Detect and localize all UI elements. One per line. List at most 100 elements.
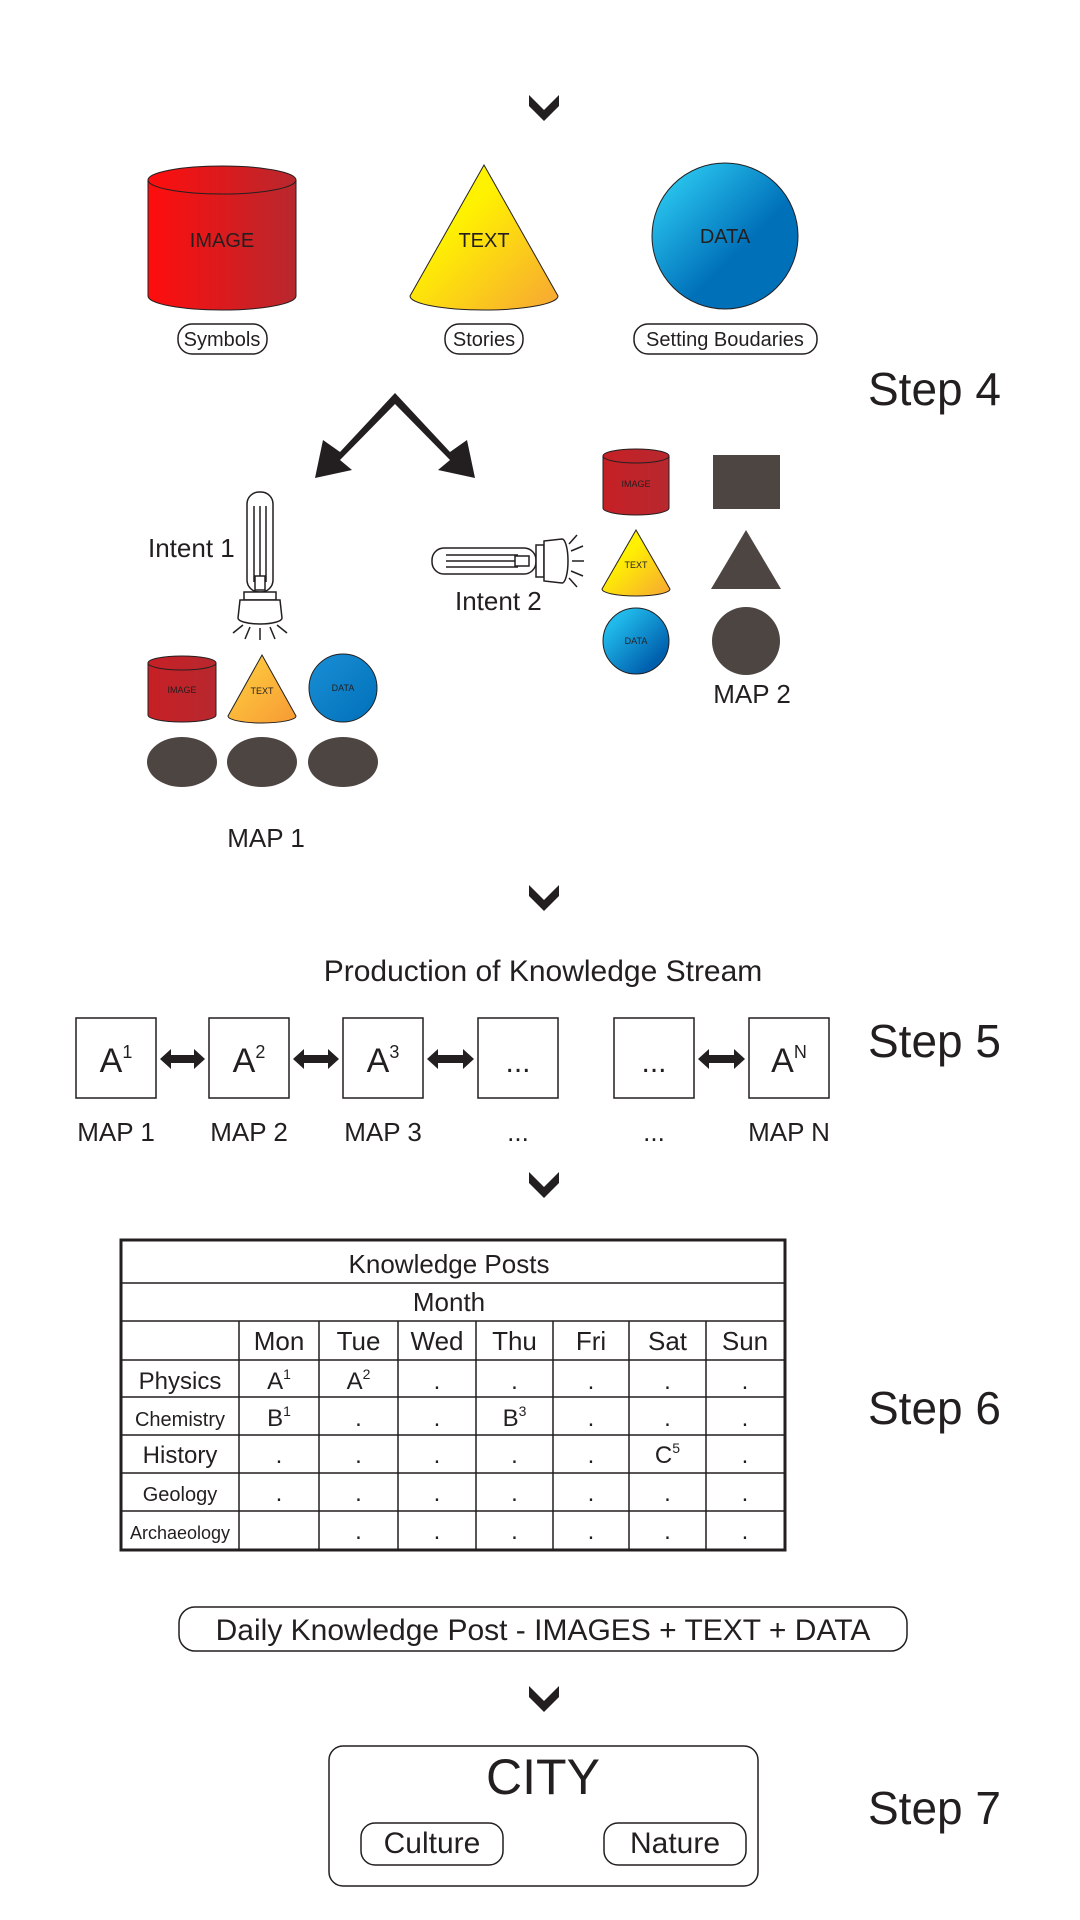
table-cell-value: .: [511, 1518, 518, 1545]
svg-text:...: ...: [505, 1046, 530, 1079]
map-1-label: MAP 1: [227, 823, 305, 853]
table-cell: .: [664, 1405, 671, 1432]
stream-box-base: A: [367, 1042, 390, 1080]
stream-box-superscript: 1: [122, 1042, 132, 1062]
table-cell: .: [355, 1405, 362, 1432]
table-cell: .: [588, 1368, 595, 1395]
table-cell-value: .: [742, 1480, 749, 1507]
map-2-placeholder-square: [713, 455, 780, 509]
map-2-image-label: IMAGE: [621, 479, 650, 489]
stream-box-caption: ...: [507, 1117, 529, 1147]
subject-label: Geology: [143, 1484, 218, 1506]
knowledge-stream-row: A1 MAP 1 A2 MAP 2 A3 MAP 3 ... ... ... .…: [75, 1017, 830, 1147]
table-cell-value: .: [434, 1518, 441, 1545]
double-arrow-icon: [427, 1049, 474, 1069]
day-header: Sun: [722, 1326, 768, 1356]
table-cell-superscript: 2: [363, 1366, 371, 1382]
stream-box-base: A: [771, 1042, 794, 1080]
table-cell-value: B: [503, 1405, 519, 1432]
day-header: Mon: [254, 1326, 305, 1356]
svg-text:A3: A3: [367, 1042, 400, 1080]
table-cell: .: [588, 1405, 595, 1432]
city-label: CITY: [486, 1749, 600, 1805]
step-4-label: Step 4: [868, 363, 1001, 415]
table-cell-superscript: 1: [283, 1366, 291, 1382]
table-cell-value: .: [742, 1442, 749, 1469]
text-source-cone: TEXT: [409, 163, 559, 311]
table-cell: .: [276, 1442, 283, 1469]
table-cell-value: .: [276, 1442, 283, 1469]
map-1-placeholder-oval: [147, 737, 217, 787]
map-1-data-label: DATA: [332, 683, 355, 693]
table-cell-value: .: [742, 1405, 749, 1432]
knowledge-stream-title: Production of Knowledge Stream: [324, 955, 763, 988]
table-cell-superscript: 3: [519, 1403, 527, 1419]
table-cell-value: .: [355, 1405, 362, 1432]
table-cell: .: [355, 1518, 362, 1545]
map-2-text-label: TEXT: [624, 560, 648, 570]
stream-box-caption: MAP 1: [77, 1117, 155, 1147]
table-cell-value: C: [655, 1442, 672, 1469]
stream-box-map-3: A3 MAP 3: [342, 1017, 424, 1147]
table-cell-value: .: [664, 1518, 671, 1545]
stream-box-base: A: [233, 1042, 256, 1080]
table-cell-value: .: [664, 1368, 671, 1395]
table-cell-superscript: 1: [283, 1403, 291, 1419]
day-header: Fri: [576, 1326, 606, 1356]
table-cell: .: [276, 1480, 283, 1507]
table-cell: .: [664, 1518, 671, 1545]
table-cell-value: .: [434, 1480, 441, 1507]
chevron-down-icon: [529, 885, 559, 911]
table-cell-value: .: [588, 1480, 595, 1507]
table-cell: .: [434, 1368, 441, 1395]
intent-1-label: Intent 1: [148, 533, 235, 563]
step-6-label: Step 6: [868, 1382, 1001, 1434]
double-arrow-icon: [160, 1049, 205, 1069]
table-cell-superscript: 5: [672, 1440, 680, 1456]
nature-label: Nature: [630, 1827, 720, 1860]
table-cell: .: [742, 1518, 749, 1545]
double-arrow-icon: [698, 1049, 745, 1069]
stream-box-base: ...: [505, 1046, 530, 1079]
chevron-down-icon: [529, 1686, 559, 1712]
table-cell: .: [434, 1518, 441, 1545]
day-header: Tue: [337, 1326, 381, 1356]
map-2-text-cone: TEXT: [601, 528, 671, 597]
table-cell-value: B: [267, 1405, 283, 1432]
table-cell: .: [355, 1480, 362, 1507]
map-1-placeholder-oval: [308, 737, 378, 787]
table-cell: .: [588, 1480, 595, 1507]
setting-boundaries-tag-label: Setting Boudaries: [646, 329, 804, 351]
symbols-tag: Symbols: [177, 323, 268, 355]
table-cell-value: .: [588, 1405, 595, 1432]
map-2-placeholder-circle: [712, 607, 780, 675]
step-5-label: Step 5: [868, 1015, 1001, 1067]
flashlight-intent-2-icon: [431, 534, 584, 588]
table-cell: .: [511, 1442, 518, 1469]
table-cell-value: .: [664, 1405, 671, 1432]
image-source-cylinder: IMAGE: [147, 165, 297, 311]
table-cell-value: .: [355, 1480, 362, 1507]
map-1-placeholder-oval: [227, 737, 297, 787]
table-cell: .: [664, 1368, 671, 1395]
map-1-image-cylinder: IMAGE: [147, 655, 217, 723]
table-cell-value: .: [511, 1368, 518, 1395]
map-1-data-sphere: DATA: [308, 653, 378, 723]
day-header: Sat: [648, 1326, 688, 1356]
subject-label: Chemistry: [135, 1409, 225, 1431]
table-cell-value: .: [276, 1480, 283, 1507]
culture-label: Culture: [384, 1827, 481, 1860]
table-cell: B1: [267, 1403, 291, 1432]
table-cell: .: [511, 1480, 518, 1507]
daily-post-banner: Daily Knowledge Post - IMAGES + TEXT + D…: [178, 1606, 908, 1652]
data-source-label: DATA: [700, 226, 751, 248]
table-cell: .: [742, 1442, 749, 1469]
map-2-data-label: DATA: [625, 636, 648, 646]
svg-text:AN: AN: [771, 1042, 807, 1080]
stream-box-superscript: N: [794, 1042, 807, 1062]
image-source-label: IMAGE: [190, 230, 254, 252]
stream-box-superscript: 3: [389, 1042, 399, 1062]
